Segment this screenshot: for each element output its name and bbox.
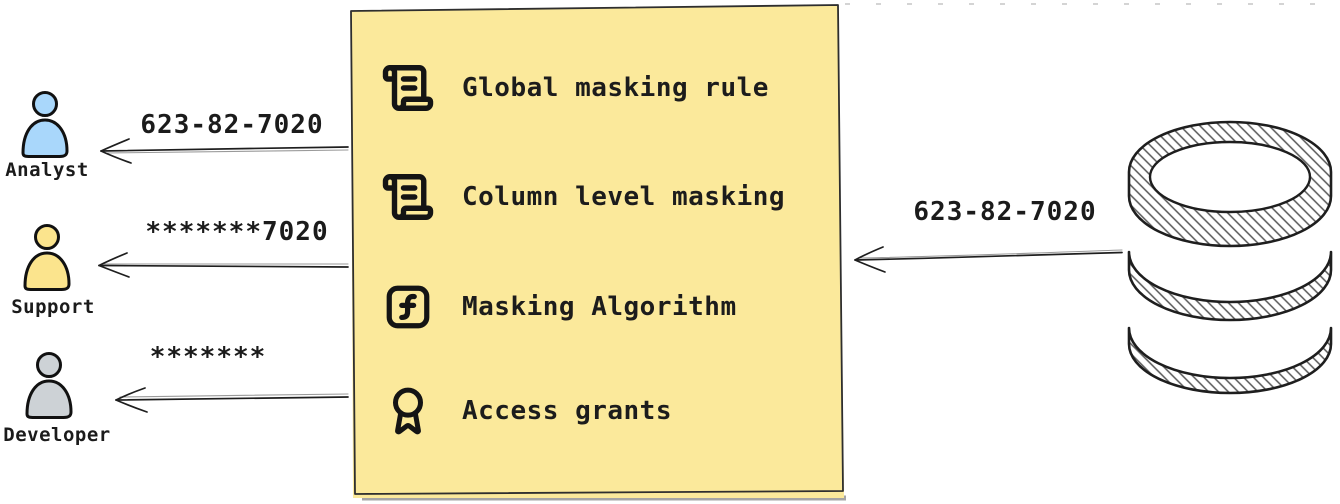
developer-label: Developer	[3, 424, 111, 446]
global-masking-rule-label: Global masking rule	[462, 73, 769, 103]
database-icon	[1127, 120, 1333, 395]
scroll-text-icon	[381, 169, 435, 225]
arrow-to-analyst	[100, 138, 349, 164]
award-icon	[381, 383, 435, 439]
arrow-to-support	[98, 252, 349, 278]
global-masking-rule-row: Global masking rule	[381, 60, 769, 116]
access-grants-label: Access grants	[462, 396, 672, 426]
support-person-icon	[23, 224, 71, 291]
scroll-text-icon	[381, 60, 435, 116]
analyst-person-icon	[21, 91, 69, 158]
database-value-label: 623-82-7020	[913, 197, 1097, 227]
masking-algorithm-label: Masking Algorithm	[462, 292, 737, 322]
developer-value-label: *******	[149, 342, 267, 372]
arrow-db-to-box	[854, 246, 1123, 273]
support-label: Support	[11, 296, 95, 318]
masking-algorithm-row: Masking Algorithm	[381, 279, 737, 335]
developer-person-icon	[25, 352, 73, 419]
masking-box-shape	[350, 4, 846, 501]
support-value-label: *******7020	[145, 217, 329, 247]
analyst-label: Analyst	[5, 159, 89, 181]
analyst-value-label: 623-82-7020	[140, 110, 324, 140]
column-level-masking-label: Column level masking	[462, 182, 786, 212]
column-level-masking-row: Column level masking	[381, 169, 785, 225]
function-square-icon	[381, 279, 435, 335]
access-grants-row: Access grants	[381, 383, 672, 439]
arrow-to-developer	[115, 387, 349, 413]
